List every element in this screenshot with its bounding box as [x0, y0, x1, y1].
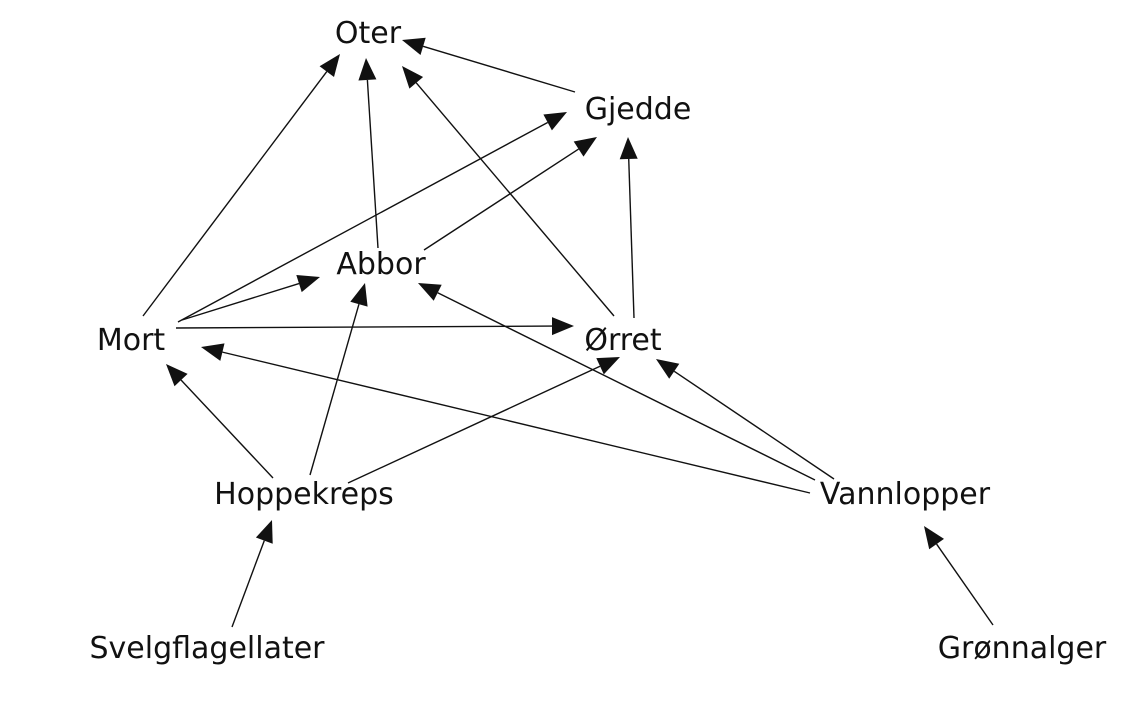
arrowhead-icon	[319, 54, 340, 77]
node-abbor: Abbor	[336, 247, 426, 282]
node-gronnalger: Grønnalger	[937, 631, 1107, 666]
edge-line	[175, 325, 553, 329]
edge-line	[437, 292, 816, 481]
arrowhead-icon	[358, 58, 377, 81]
edge-line	[309, 303, 360, 476]
edge-mort-to-oter	[142, 54, 340, 317]
edge-mort-to-gjedde	[177, 112, 567, 323]
edge-abbor-to-gjedde	[423, 137, 597, 251]
arrowhead-icon	[402, 66, 424, 89]
edge-mort-to-abbor	[181, 275, 320, 321]
arrowhead-icon	[350, 283, 368, 307]
node-gjedde: Gjedde	[584, 92, 692, 127]
edge-line	[142, 71, 328, 317]
edge-vannlopper-to-orret	[656, 359, 835, 480]
arrowhead-icon	[255, 520, 273, 544]
edge-vannlopper-to-mort	[201, 343, 811, 494]
edge-svelgflagellater-to-hoppekreps	[231, 520, 273, 628]
edge-orret-to-oter	[402, 66, 615, 317]
edge-line	[231, 540, 265, 628]
edge-line	[423, 148, 579, 251]
edge-line	[222, 351, 811, 494]
arrowhead-icon	[573, 137, 597, 157]
edge-line	[673, 370, 835, 480]
edge-vannlopper-to-abbor	[418, 283, 816, 481]
arrowhead-icon	[619, 137, 638, 160]
edge-line	[628, 158, 635, 319]
edge-line	[177, 121, 548, 323]
arrowhead-icon	[296, 275, 320, 293]
edge-mort-to-orret	[175, 317, 574, 336]
arrowhead-icon	[924, 526, 944, 550]
node-oter: Oter	[334, 16, 402, 51]
node-hoppekreps: Hoppekreps	[214, 477, 394, 512]
edge-hoppekreps-to-abbor	[309, 283, 368, 476]
arrowhead-icon	[596, 357, 620, 375]
edge-line	[180, 379, 274, 479]
edge-line	[422, 45, 576, 93]
arrowhead-icon	[418, 283, 442, 301]
edge-line	[366, 79, 379, 249]
node-orret: Ørret	[584, 323, 662, 358]
edge-abbor-to-oter	[358, 58, 379, 249]
node-vannlopper: Vannlopper	[819, 477, 991, 512]
edge-gronnalger-to-vannlopper	[924, 526, 994, 626]
edge-line	[181, 282, 300, 321]
arrowhead-icon	[552, 317, 574, 336]
node-mort: Mort	[96, 323, 166, 358]
edge-line	[415, 82, 615, 317]
edge-orret-to-gjedde	[619, 137, 638, 319]
edge-hoppekreps-to-orret	[347, 357, 620, 484]
arrowhead-icon	[201, 343, 225, 361]
edge-line	[347, 365, 601, 484]
edge-hoppekreps-to-mort	[166, 364, 274, 479]
arrowhead-icon	[543, 112, 567, 131]
node-svelgflagellater: Svelgflagellater	[89, 631, 325, 666]
edge-line	[936, 543, 994, 626]
edge-gjedde-to-oter	[402, 37, 576, 93]
arrowhead-icon	[656, 359, 680, 379]
arrowhead-icon	[166, 364, 188, 387]
arrowhead-icon	[402, 37, 426, 55]
